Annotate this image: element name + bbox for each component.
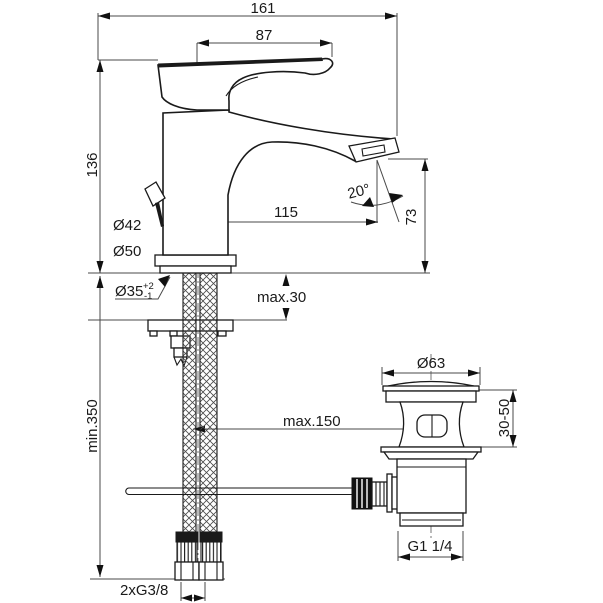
base-plate: [154, 254, 237, 274]
dimension-labels: 161 87 136 min.350 115 20° 73 Ø42 Ø50 Ø3…: [84, 0, 513, 599]
waste-cap: [382, 380, 480, 403]
supply-hoses: [174, 272, 224, 581]
label-hose-length: min.350: [84, 399, 101, 452]
label-waste-clamp-range: 30-50: [496, 399, 513, 437]
label-spout-reach: 115: [274, 204, 298, 221]
label-handle-width: 87: [256, 27, 273, 44]
label-overall-width: 161: [250, 0, 275, 17]
label-waste-cap-diameter: Ø63: [417, 355, 445, 372]
label-rod-reach: max.150: [283, 413, 341, 430]
rod-joint: [351, 473, 399, 513]
label-hole-tolerance-minus: -1: [144, 291, 152, 302]
label-waste-thread: G1 1/4: [407, 538, 452, 555]
label-deck-thickness: max.30: [257, 289, 306, 306]
pop-up-rod: [125, 487, 352, 496]
label-body-diameter: Ø42: [113, 217, 141, 234]
label-body-height: 136: [84, 152, 101, 177]
label-supply-thread: 2xG3/8: [120, 582, 168, 599]
label-spout-angle: 20°: [346, 181, 372, 203]
label-hole-diameter: Ø35: [115, 283, 143, 300]
label-hole-tolerance-plus: +2: [143, 281, 154, 292]
faucet-body-spout: [162, 109, 400, 256]
hose-nut-right: [198, 561, 224, 581]
label-spout-height: 73: [403, 209, 420, 226]
aerator: [348, 137, 400, 163]
waste-body: [380, 401, 482, 527]
faucet-body-group: [144, 57, 400, 581]
hose-nut-left: [174, 561, 200, 581]
handle-lever: [157, 57, 334, 111]
side-lever: [144, 181, 166, 227]
label-base-diameter: Ø50: [113, 243, 141, 260]
pop-up-waste: [351, 380, 482, 527]
